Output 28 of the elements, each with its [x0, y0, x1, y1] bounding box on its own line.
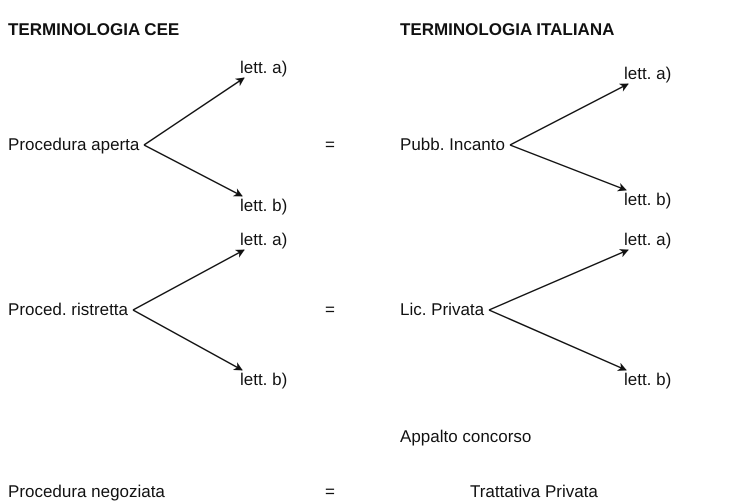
term-text: lett. a)	[624, 64, 672, 84]
arrow	[132, 249, 245, 311]
term-label: Procedura negoziata	[8, 482, 165, 502]
column-heading: TERMINOLOGIA CEE	[8, 20, 180, 40]
term-text: lett. a)	[624, 230, 672, 250]
arrow	[132, 309, 243, 371]
term-text: lett. a)	[240, 230, 288, 250]
arrow	[510, 83, 629, 146]
term-text: lett. b)	[624, 190, 672, 210]
term-label: =	[325, 135, 335, 155]
term-text: Pubb. Incanto	[400, 135, 505, 155]
term-text: lett. b)	[240, 370, 288, 390]
term-text: Proced. ristretta	[8, 300, 128, 320]
term-label: Trattativa Privata	[470, 482, 598, 502]
term-text: Procedura aperta	[8, 135, 140, 155]
arrow	[144, 144, 243, 197]
term-text: lett. b)	[624, 370, 672, 390]
arrow	[144, 77, 245, 146]
arrow	[488, 249, 629, 311]
arrow	[488, 309, 627, 371]
term-label: =	[325, 482, 335, 502]
term-text: lett. b)	[240, 196, 288, 216]
term-text: lett. a)	[240, 58, 288, 78]
arrow	[510, 144, 627, 192]
term-label: =	[325, 300, 335, 320]
column-heading: TERMINOLOGIA ITALIANA	[400, 20, 614, 40]
term-label: Appalto concorso	[400, 427, 532, 447]
term-text: Lic. Privata	[400, 300, 484, 320]
